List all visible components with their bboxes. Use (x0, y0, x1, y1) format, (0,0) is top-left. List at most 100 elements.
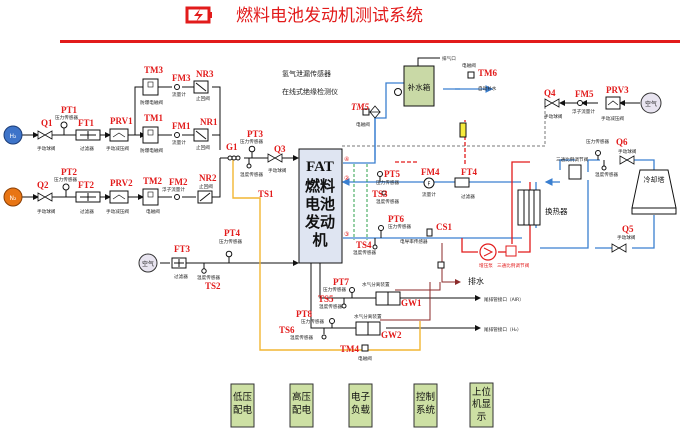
filter-ft2[interactable]: FT2 过滤器 (75, 180, 101, 215)
ts5-label: 温度传感器 (319, 303, 342, 310)
valve-q6[interactable]: Q6 手动球阀 (616, 137, 637, 165)
check-valve-nr1[interactable]: NR1 止回阀 (193, 117, 218, 151)
flowmeter-fm1[interactable]: FM1 流量计 (172, 121, 191, 146)
engine-label-4: 发动 (304, 213, 335, 231)
pressure-sensor-pt7[interactable]: PT7 压力传感器 (323, 277, 355, 298)
temp-sensor-ts5[interactable]: TS5 温度传感器 (318, 294, 347, 310)
header-divider (60, 40, 680, 43)
ts4-label: 温度传感器 (353, 249, 376, 256)
pressure-sensor-pt6[interactable]: PT6 压力传感器 (378, 214, 412, 238)
gw1-label: 水气分离装置 (362, 281, 390, 288)
drain-lines (380, 243, 461, 321)
source-h2[interactable]: H₂ (3, 125, 23, 145)
nr3-tag: NR3 (196, 69, 214, 79)
nr1-label: 止回阀 (196, 144, 210, 151)
cooling-tower[interactable]: 冷却塔 (631, 169, 677, 215)
valve-q4[interactable]: Q4 手动球阀 (544, 88, 563, 120)
flowmeter-fm2[interactable]: FM2 浮子流量计 (162, 177, 188, 200)
ts4-tag: TS4 (356, 240, 372, 250)
tm2-label: 电磁阀 (146, 208, 160, 215)
three-way-valve-ct[interactable]: 三通比例调节阀 (556, 156, 589, 180)
regulator-prv3[interactable]: PRV3 手动减压阀 (601, 85, 629, 122)
heat-exchanger[interactable]: 换热器 (517, 189, 568, 226)
prv3-tag: PRV3 (606, 85, 629, 95)
panel-low-voltage[interactable]: 低压 配电 (230, 383, 255, 428)
regulator-prv1[interactable]: PRV1 手动减压阀 (106, 116, 133, 152)
panel-control-system[interactable]: 控制 系统 (413, 383, 438, 428)
fm3-tag: FM3 (172, 73, 191, 83)
solenoid-tm6[interactable]: TM6 电磁阀 自动补水 (462, 62, 497, 92)
drain-valve[interactable] (437, 261, 445, 269)
valve-q3[interactable]: Q3 手动球阀 (267, 144, 287, 174)
ct-pressure-label: 压力传感器 (586, 138, 609, 145)
check-valve-nr2[interactable]: NR2 止回阀 (197, 173, 217, 204)
flowmeter-fm5[interactable]: FM5 浮子流量计 (572, 89, 595, 115)
source-air-1[interactable]: 空气 (138, 253, 158, 273)
pressure-sensor-ct[interactable]: 压力传感器 (586, 138, 609, 160)
valve-g1[interactable]: G1 (226, 142, 241, 161)
filter-ft3[interactable]: FT3 过滤器 (171, 244, 191, 280)
panel-high-voltage[interactable]: 高压 配电 (289, 383, 314, 428)
panel-2-line1: 电子 (351, 391, 371, 403)
temp-sensor-ts6[interactable]: TS6 温度传感器 (279, 325, 327, 341)
separator-gw2[interactable]: GW2 水气分离装置 (354, 313, 402, 340)
pressure-sensor-pt1[interactable]: PT1 压力传感器 (55, 105, 78, 135)
pressure-sensor-pt2[interactable]: PT2 压力传感器 (54, 167, 78, 197)
ts5-tag: TS5 (318, 294, 334, 304)
panel-0-line2: 配电 (233, 404, 253, 416)
panel-host-display[interactable]: 上位 机显 示 (469, 382, 494, 428)
ft4-label: 过滤器 (461, 193, 475, 200)
source-n2-label: N₂ (10, 195, 17, 202)
nr2-label: 止回阀 (199, 183, 213, 190)
pressure-sensor-pt8[interactable]: PT8 压力传感器 (296, 309, 335, 328)
source-h2-label: H₂ (10, 133, 18, 140)
solenoid-tm5[interactable]: TM5 电磁阀 (351, 102, 381, 128)
fm4-tag: FM4 (421, 167, 440, 177)
solenoid-tm4[interactable]: TM4 电磁阀 (340, 344, 372, 362)
pressure-sensor-pt4[interactable]: PT4 压力传感器 (219, 228, 242, 263)
water-tank[interactable]: 补水箱 排气口 (394, 55, 457, 107)
ts2-label: 温度传感器 (197, 274, 220, 281)
separator-gw1[interactable]: GW1 水气分离装置 (362, 281, 422, 308)
insulation-monitor-note: 在线式绝缘检测仪 (282, 87, 338, 96)
source-n2[interactable]: N₂ (3, 187, 23, 207)
flowmeter-fm4[interactable]: F FM4 流量计 (421, 167, 440, 198)
valve-q1[interactable]: Q1 手动球阀 (37, 118, 56, 152)
solenoid-tm1[interactable]: TM1 防爆电磁阀 (140, 113, 163, 154)
check-valve-nr3[interactable]: NR3 止回阀 (193, 69, 214, 102)
pt7-tag: PT7 (333, 277, 350, 287)
conductivity-sensor-cs1[interactable]: CS1 电导率传感器 (400, 222, 453, 245)
pressure-sensor-pt3[interactable]: PT3 压力传感器 (240, 129, 264, 158)
valve-q2[interactable]: Q2 手动球阀 (37, 180, 56, 215)
panel-electronic-load[interactable]: 电子 负载 (348, 383, 373, 428)
tm4-label: 电磁阀 (358, 355, 372, 362)
booster-pump[interactable]: 增压泵 (479, 243, 497, 269)
source-air-2[interactable]: 空气 (640, 92, 662, 114)
solenoid-tm3[interactable]: TM3 防爆电磁阀 (140, 65, 163, 106)
fuel-cell-engine[interactable]: FAT 燃料 电池 发动 机 (298, 148, 343, 264)
temp-sensor-ts4[interactable]: TS4 温度传感器 (353, 238, 378, 256)
ts2-tag: TS2 (205, 281, 221, 291)
three-way-valve-red[interactable]: 三通比例调节阀 (497, 245, 530, 269)
pt2-tag: PT2 (61, 167, 78, 177)
pt6-label: 压力传感器 (388, 223, 411, 230)
filter-ft1[interactable]: FT1 过滤器 (75, 118, 101, 152)
tm4-tag: TM4 (340, 344, 359, 354)
pt3-label: 压力传感器 (240, 138, 263, 145)
flowmeter-fm3[interactable]: FM3 流量计 (172, 73, 191, 98)
cs1-label: 电导率传感器 (400, 238, 428, 245)
pt2-label: 压力传感器 (54, 176, 77, 183)
valve-q5[interactable]: Q5 手动球阀 (611, 224, 636, 253)
filter-ft4[interactable]: FT4 过滤器 (454, 167, 478, 200)
regulator-prv2[interactable]: PRV2 手动减压阀 (106, 178, 133, 215)
engine-label-3: 电池 (305, 195, 335, 213)
pressure-sensor-pt5[interactable]: PT5 压力传感器 (376, 169, 401, 186)
port-mark-2: ② (344, 175, 350, 182)
ft3-tag: FT3 (174, 244, 191, 254)
temp-sensor-ts3[interactable]: TS3 温度传感器 (372, 189, 399, 205)
temp-sensor-ts2[interactable]: 温度传感器 TS2 (197, 263, 221, 291)
header: 燃料电池发动机测试系统 (60, 6, 680, 43)
heat-exchanger-label: 换热器 (545, 206, 568, 216)
solenoid-tm2[interactable]: TM2 电磁阀 (142, 176, 162, 215)
temp-sensor-ct[interactable]: 温度传感器 (595, 160, 618, 178)
